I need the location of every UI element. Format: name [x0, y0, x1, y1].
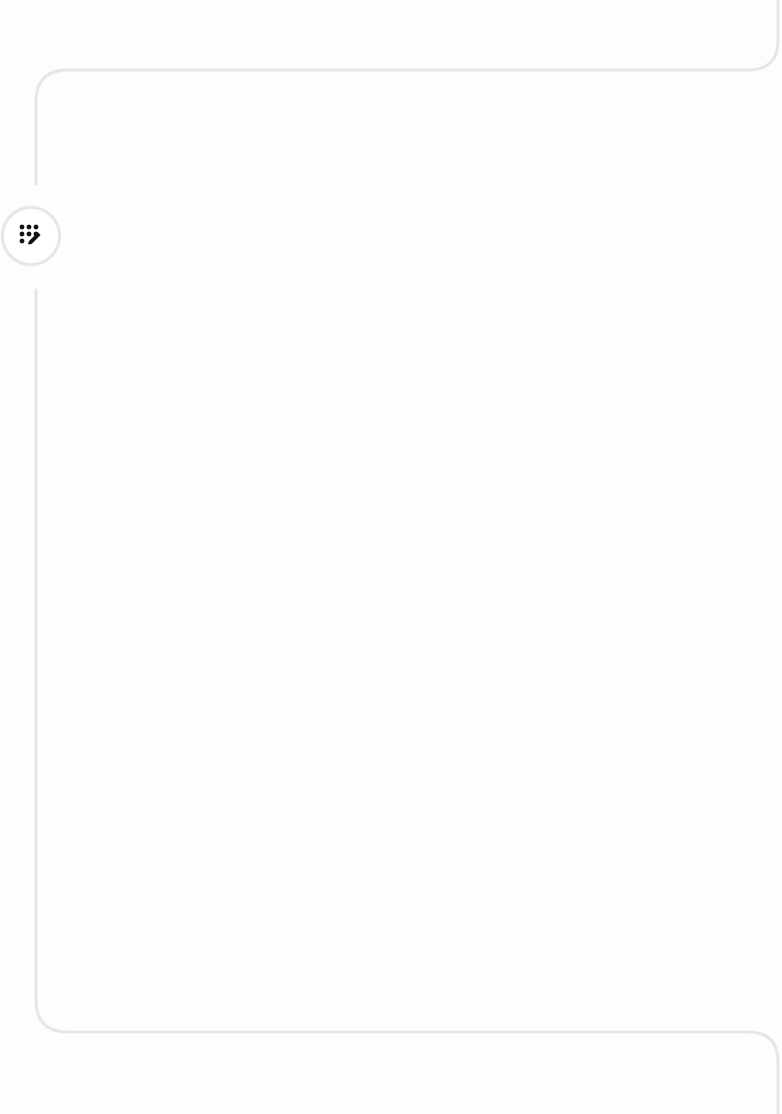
upper-connector-line — [34, 0, 780, 186]
lower-connector-line — [34, 288, 780, 1114]
edit-step-badge[interactable] — [1, 206, 61, 266]
dots-pencil-icon — [19, 224, 41, 245]
